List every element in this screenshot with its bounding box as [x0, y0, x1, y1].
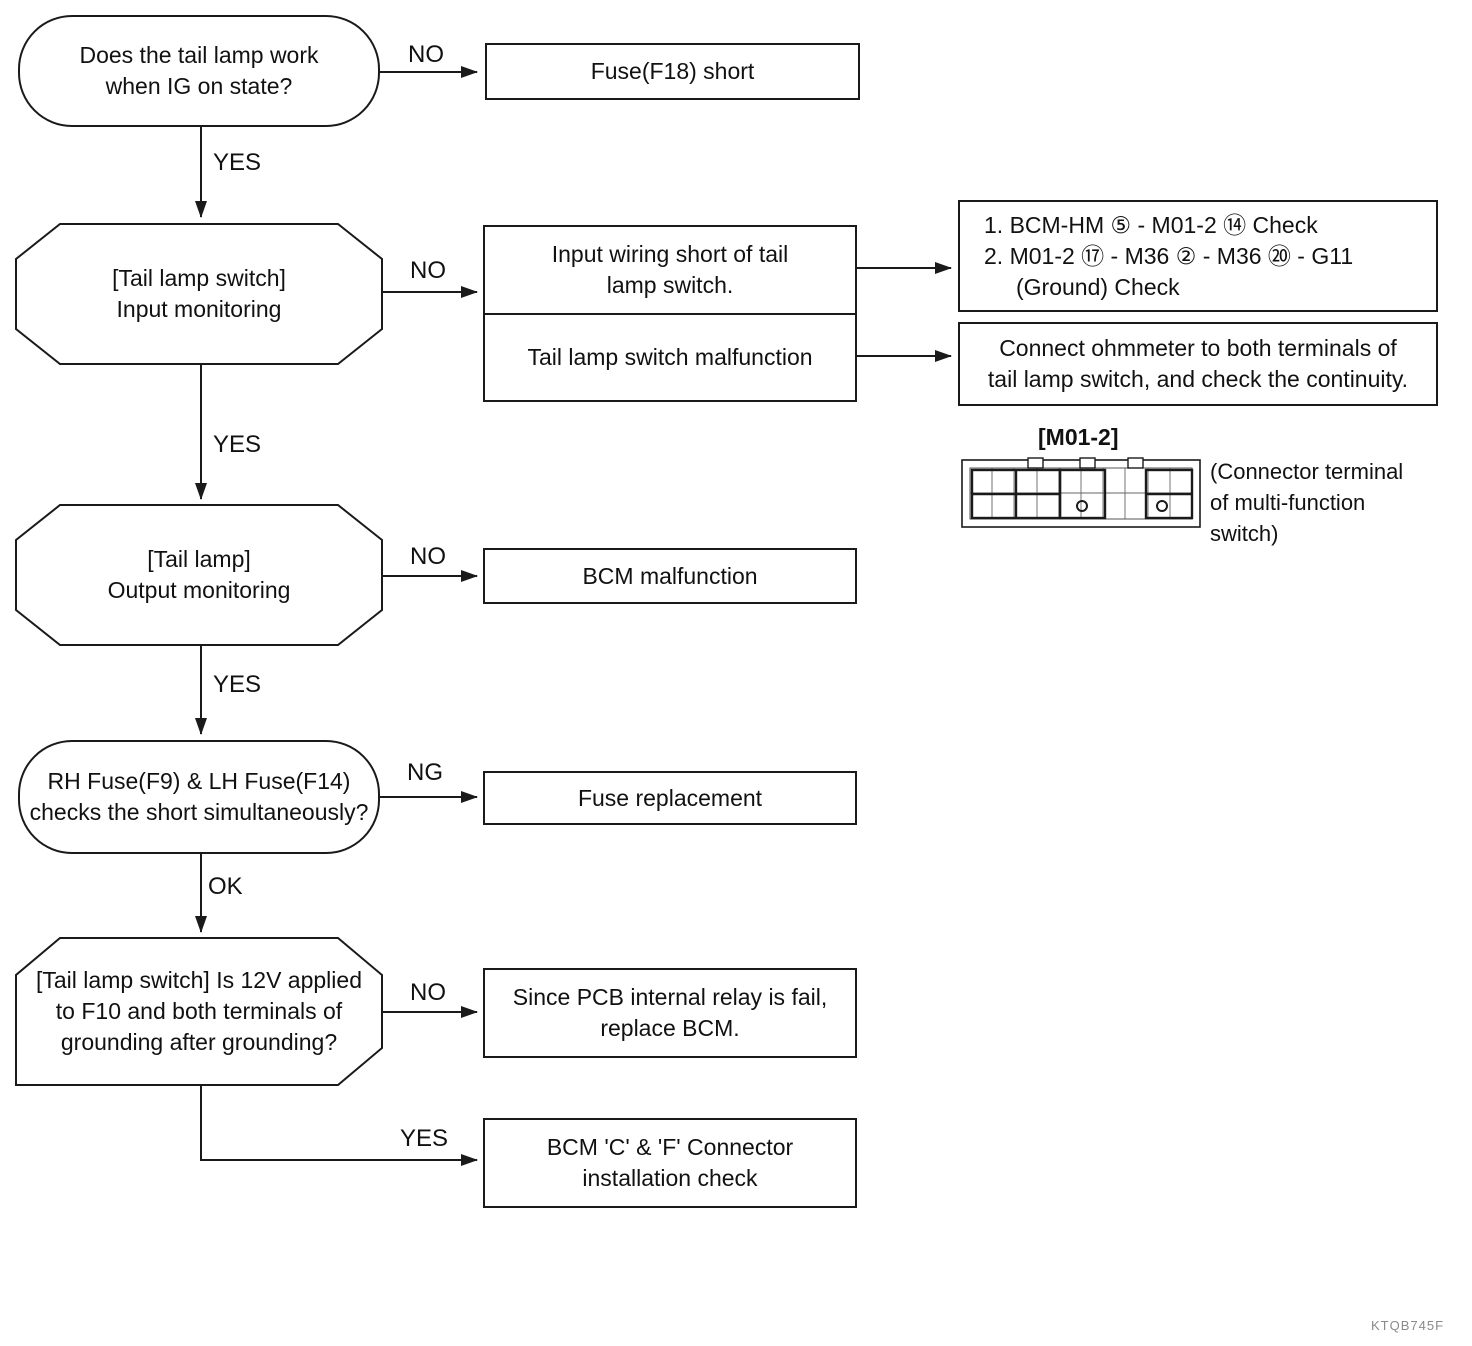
fuse-f18-short-box: Fuse(F18) short [485, 43, 860, 100]
connector-caption: (Connector terminal of multi-function sw… [1210, 459, 1404, 546]
check-steps-box: 1. BCM-HM ⑤ - M01-2 ⑭ Check 2. M01-2 ⑰ -… [958, 200, 1438, 312]
octagon-input-monitoring [15, 223, 383, 365]
edge-label-no-4: NO [410, 979, 446, 1006]
start-question-node: Does the tail lamp work when IG on state… [18, 15, 380, 127]
check-step-line3: (Ground) Check [1016, 273, 1180, 300]
edge-label-no-1: NO [408, 41, 444, 68]
bcm-malfunction-box: BCM malfunction [483, 548, 857, 604]
fuse-replacement-box: Fuse replacement [483, 771, 857, 825]
pcb-relay-fail-box: Since PCB internal relay is fail, replac… [483, 968, 857, 1058]
edge-label-yes-4: YES [400, 1125, 449, 1152]
edge-label-no-3: NO [410, 543, 446, 570]
edge-label-ok-1: OK [208, 873, 243, 900]
edge-label-yes-3: YES [213, 671, 262, 698]
figure-code: KTQB745F [1371, 1318, 1445, 1333]
edge-label-yes-1: YES [213, 149, 262, 176]
flow-arrows [195, 66, 952, 1166]
edge-label-no-2: NO [410, 257, 446, 284]
switch-malfunction-cell: Tail lamp switch malfunction [527, 343, 813, 370]
connector-m01-2-diagram [961, 457, 1201, 528]
input-wiring-short-cell: Input wiring short of tail lamp switch. [485, 227, 855, 315]
octagon-output-monitoring [15, 504, 383, 646]
check-step-line1: 1. BCM-HM ⑤ - M01-2 ⑭ Check [984, 211, 1318, 238]
edge-label-yes-2: YES [213, 431, 262, 458]
cause-split-box: Input wiring short of tail lamp switch. … [483, 225, 857, 402]
voltage-question-node: [Tail lamp switch] Is 12V applied to F10… [36, 967, 362, 1055]
octagon-voltage-question [15, 937, 383, 1086]
check-step-line2: 2. M01-2 ⑰ - M36 ② - M36 ⑳ - G11 [984, 242, 1354, 269]
octagon-outlines [15, 223, 383, 1086]
ohmmeter-note-box: Connect ohmmeter to both terminals of ta… [958, 322, 1438, 406]
connector-title: [M01-2] [1038, 424, 1119, 450]
connector-install-check-box: BCM 'C' & 'F' Connector installation che… [483, 1118, 857, 1208]
fuse-check-question-node: RH Fuse(F9) & LH Fuse(F14) checks the sh… [18, 740, 380, 854]
output-monitoring-node: [Tail lamp] Output monitoring [107, 546, 291, 603]
input-monitoring-node: [Tail lamp switch] Input monitoring [112, 265, 286, 322]
edge-label-ng-1: NG [407, 759, 443, 786]
